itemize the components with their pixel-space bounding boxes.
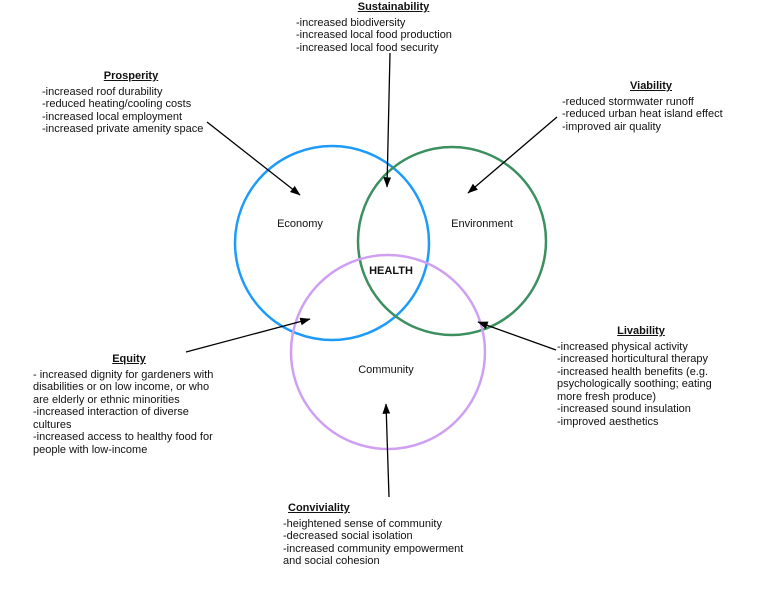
annotation-line: -improved aesthetics [557, 415, 659, 428]
annotation-line: -reduced urban heat island effect [562, 108, 723, 120]
health-center-label: HEALTH [369, 265, 413, 277]
annotation-line: -increased roof durability [42, 85, 163, 98]
annotation-line: -increased local food security [296, 41, 439, 54]
annotation-line: -increased physical activity [557, 340, 688, 353]
annotation-prosperity: Prosperity -increased roof durability -r… [42, 70, 220, 136]
community-circle [289, 253, 487, 451]
conviviality-arrow [382, 403, 391, 498]
annotation-line: -reduced stormwater runoff [562, 95, 694, 108]
annotation-line: - increased dignity for gardeners with d… [33, 368, 214, 406]
annotation-livability: Livability -increased physical activity … [557, 325, 725, 428]
annotation-line: -increased community empowerment and soc… [283, 542, 464, 568]
annotation-line: -increased health benefits (e.g. psychol… [557, 365, 712, 403]
annotation-line: -heightened sense of community [283, 517, 442, 530]
environment-circle-label: Environment [451, 218, 513, 230]
equity-arrow [185, 317, 311, 353]
annotation-conviviality: Conviviality -heightened sense of commun… [283, 502, 478, 568]
annotation-title-viability: Viability [630, 80, 672, 92]
community-circle-label: Community [358, 364, 414, 376]
annotation-sustainability: Sustainability -increased biodiversity -… [296, 1, 491, 54]
viability-arrow [467, 116, 558, 194]
annotation-title-equity: Equity [112, 353, 146, 365]
annotation-line: -reduced heating/cooling costs [42, 98, 192, 110]
annotation-title-sustainability: Sustainability [357, 1, 430, 13]
annotation-line: -increased sound insulation [557, 403, 691, 415]
annotation-viability: Viability -reduced stormwater runoff -re… [562, 80, 740, 133]
annotation-line: -increased local employment [42, 110, 183, 123]
annotation-line: -increased local food production [296, 29, 452, 41]
prosperity-arrow [206, 121, 301, 196]
environment-circle [356, 145, 548, 337]
economy-circle-label: Economy [277, 218, 323, 230]
annotation-line: -increased horticultural therapy [557, 353, 709, 365]
livability-arrow [477, 321, 557, 351]
annotation-line: -improved air quality [562, 120, 662, 133]
annotation-title-conviviality: Conviviality [288, 502, 350, 514]
annotation-title-livability: Livability [617, 325, 665, 337]
annotation-line: -increased biodiversity [296, 16, 406, 29]
annotation-line: -increased private amenity space [42, 123, 204, 135]
annotation-line: -increased interaction of diverse cultur… [33, 406, 189, 431]
annotation-line: -increased access to healthy food for pe… [33, 431, 213, 456]
sustainability-arrow [383, 52, 392, 188]
economy-circle [233, 144, 431, 342]
annotation-line: -decreased social isolation [283, 530, 413, 542]
annotation-equity: Equity - increased dignity for gardeners… [33, 353, 225, 456]
annotation-title-prosperity: Prosperity [103, 70, 159, 82]
